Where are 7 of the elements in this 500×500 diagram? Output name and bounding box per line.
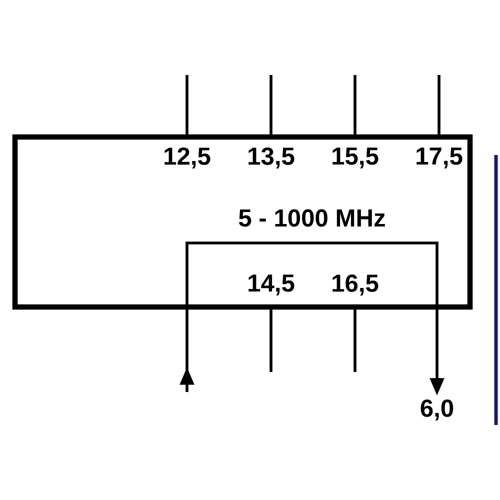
output-label: 6,0 [420, 399, 454, 420]
pin-label: 14,5 [248, 274, 294, 296]
pin-label: 13,5 [248, 147, 294, 168]
pin-label: 16,5 [332, 274, 378, 296]
pin-label: 17,5 [416, 148, 462, 168]
pin-label: 15,5 [332, 148, 378, 168]
pin-label: 12,5 [164, 147, 210, 168]
